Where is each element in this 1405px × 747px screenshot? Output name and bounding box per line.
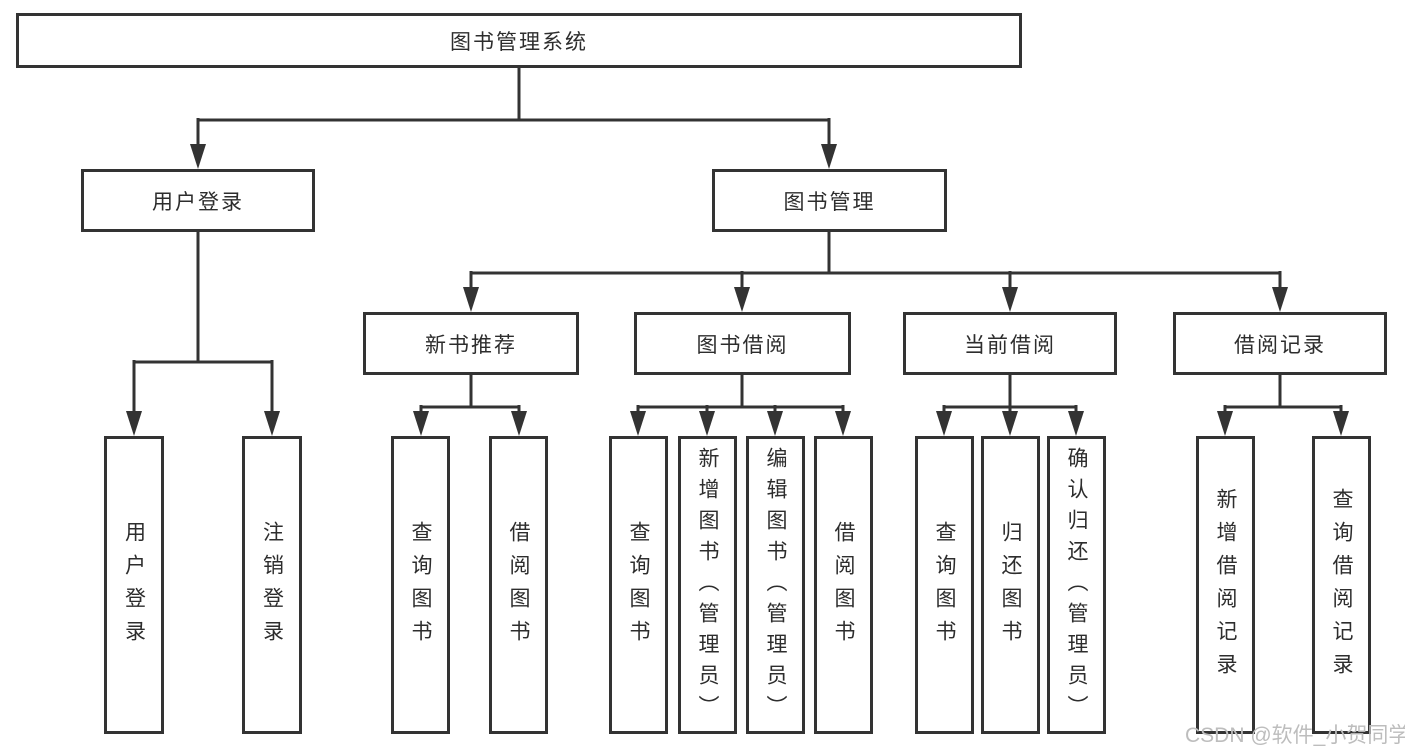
leaf-query-books-current: 查询图书 [915, 436, 974, 734]
connector-user-login-branch [132, 232, 274, 414]
node-borrow-records: 借阅记录 [1173, 312, 1387, 375]
leaf-add-borrow-record: 新增借阅记录 [1196, 436, 1255, 734]
leaf-query-books: 查询图书 [609, 436, 668, 734]
leaf-edit-books-admin: 编辑图书（管理员） [746, 436, 805, 734]
connector-book-management-branch [469, 232, 1282, 290]
connector-new-books-branch [419, 375, 521, 414]
connector-book-borrowing-branch [636, 375, 845, 414]
leaf-query-books-recommend: 查询图书 [391, 436, 450, 734]
node-book-borrowing: 图书借阅 [634, 312, 851, 375]
csdn-watermark: CSDN @软件_小贺同学 [1185, 724, 1405, 747]
leaf-confirm-return-admin: 确认归还（管理员） [1047, 436, 1106, 734]
connector-root-to-level2 [196, 66, 831, 146]
leaf-add-books-admin: 新增图书（管理员） [678, 436, 737, 734]
leaf-borrow-books: 借阅图书 [814, 436, 873, 734]
node-book-management: 图书管理 [712, 169, 947, 232]
connector-borrow-records-branch [1223, 375, 1343, 414]
connector-current-borrowing-branch [942, 375, 1078, 414]
leaf-query-borrow-record: 查询借阅记录 [1312, 436, 1371, 734]
node-new-book-recommend: 新书推荐 [363, 312, 579, 375]
leaf-return-books: 归还图书 [981, 436, 1040, 734]
leaf-borrow-books-recommend: 借阅图书 [489, 436, 548, 734]
node-current-borrowing: 当前借阅 [903, 312, 1117, 375]
node-root-system: 图书管理系统 [16, 13, 1022, 68]
node-user-login: 用户登录 [81, 169, 315, 232]
leaf-logout: 注销登录 [242, 436, 302, 734]
leaf-user-login: 用户登录 [104, 436, 164, 734]
